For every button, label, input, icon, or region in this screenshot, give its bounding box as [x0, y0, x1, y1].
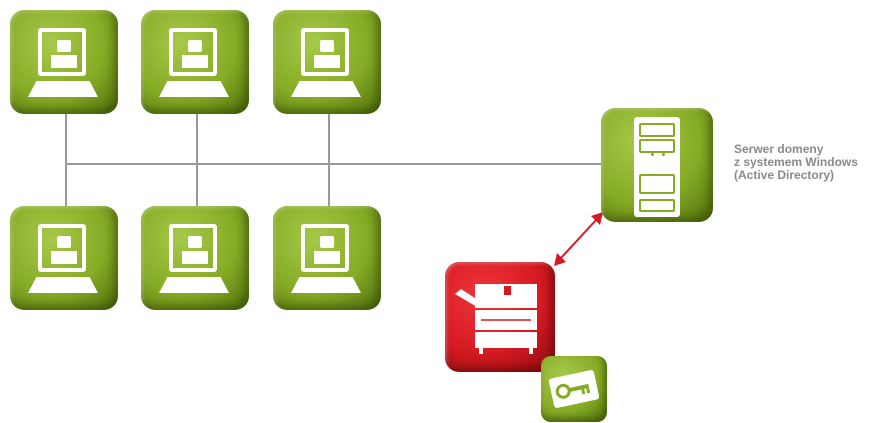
laptop-user-icon — [169, 224, 217, 272]
printer-device — [445, 262, 555, 372]
laptop-user-icon — [169, 28, 217, 76]
laptop-user-icon — [301, 224, 349, 272]
workstation-2 — [141, 10, 249, 114]
workstation-3 — [273, 10, 381, 114]
arrowhead-printer-end — [554, 253, 566, 266]
server-tower-icon — [634, 117, 680, 217]
server-label-line-3: (Active Directory) — [734, 168, 835, 182]
key-card — [541, 356, 607, 422]
server-label: Serwer domeny z systemem Windows (Active… — [734, 143, 884, 182]
workstation-5 — [141, 206, 249, 310]
key-card-icon — [548, 370, 600, 408]
arrowhead-server-end — [591, 212, 603, 225]
laptop-user-icon — [38, 28, 86, 76]
laptop-user-icon — [38, 224, 86, 272]
server-label-line-2: z systemem Windows — [734, 155, 858, 169]
workstation-6 — [273, 206, 381, 310]
printer-icon — [455, 284, 537, 354]
laptop-user-icon — [301, 28, 349, 76]
domain-server — [601, 108, 713, 222]
printer-server-arrow-line — [559, 218, 598, 260]
workstation-4 — [10, 206, 118, 310]
workstation-1 — [10, 10, 118, 114]
server-label-line-1: Serwer domeny — [734, 142, 824, 156]
